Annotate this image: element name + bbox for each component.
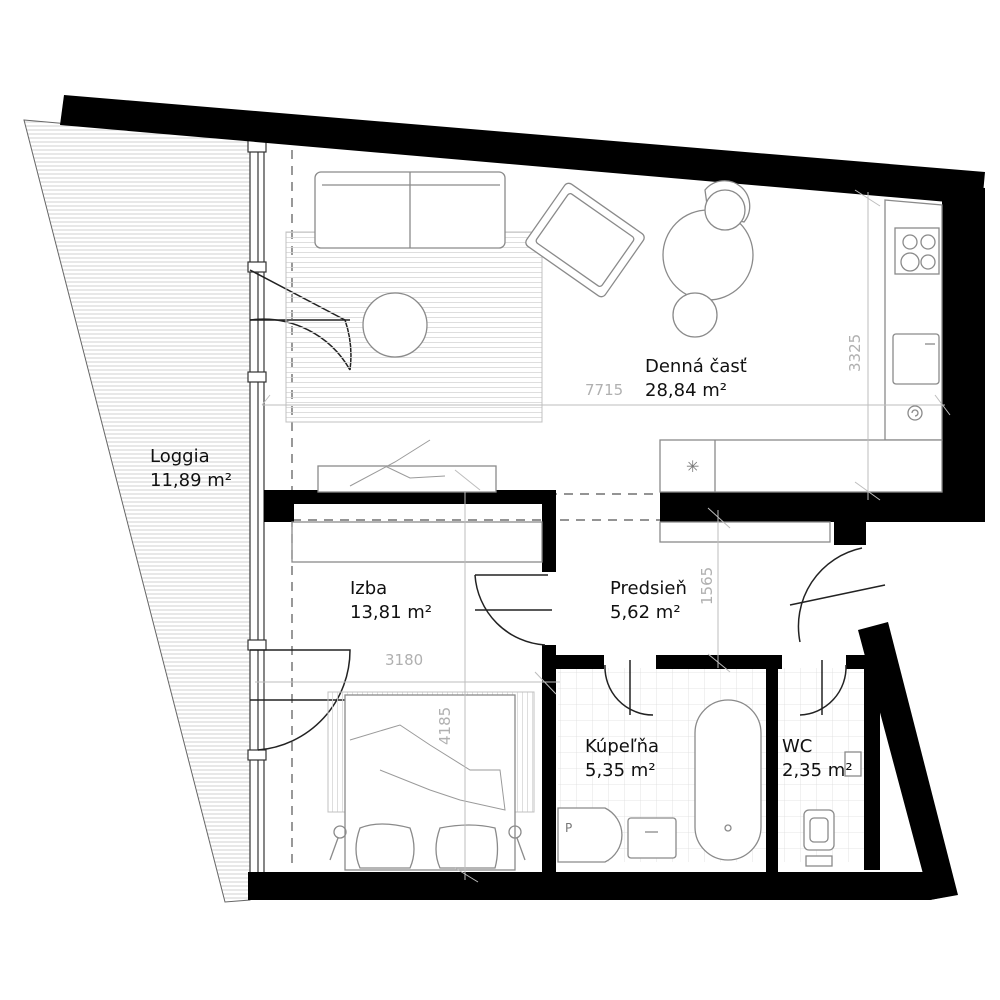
wall-izba-right-lower xyxy=(542,645,556,875)
bathroom-fixtures: P xyxy=(557,699,862,867)
wall-right-lower xyxy=(858,622,958,900)
dim-izba-depth: 4185 xyxy=(436,707,454,745)
wc-basin xyxy=(844,751,862,777)
bathtub xyxy=(694,699,762,861)
room-name-loggia: Loggia xyxy=(150,446,210,467)
wall-wc-right xyxy=(834,522,866,545)
room-name-denna: Denná časť xyxy=(645,356,747,377)
dim-predsien-depth: 1565 xyxy=(698,567,716,605)
wall-wc-top xyxy=(846,655,868,669)
wall-izba-top xyxy=(264,490,556,504)
room-labels: Loggia 11,89 m² Denná časť 28,84 m² Izba… xyxy=(150,356,853,781)
wall-bath-wc xyxy=(766,655,778,873)
wall-izba-right-upper xyxy=(542,490,556,572)
room-name-kupelna: Kúpeľňa xyxy=(585,736,659,757)
wall-wc-right-inner xyxy=(864,655,880,870)
wall-right-top xyxy=(942,185,985,522)
hallway-shelf xyxy=(659,521,831,543)
kitchen-sink xyxy=(892,333,940,385)
dim-izba-width: 3180 xyxy=(385,651,423,669)
room-area-denna: 28,84 m² xyxy=(645,380,727,401)
loggia-floor xyxy=(23,119,251,903)
wall-top xyxy=(60,95,985,205)
room-name-predsien: Predsieň xyxy=(610,578,687,599)
room-area-kupelna: 5,35 m² xyxy=(585,760,656,781)
wc-toilet xyxy=(803,809,835,851)
washing-machine xyxy=(557,807,623,863)
dining-set xyxy=(662,180,754,338)
cooktop xyxy=(894,227,940,275)
wall-right-mid xyxy=(660,492,985,522)
pillow-left xyxy=(355,823,415,869)
room-name-wc: WC xyxy=(782,736,812,757)
living-room-furniture xyxy=(261,171,645,493)
coffee-table xyxy=(362,292,428,358)
armchair xyxy=(525,182,645,298)
washbasin xyxy=(627,817,677,859)
bedroom-wardrobe xyxy=(291,521,543,563)
room-area-wc: 2,35 m² xyxy=(782,760,853,781)
dim-denna-width: 7715 xyxy=(585,381,623,399)
wall-bath-top xyxy=(542,655,604,669)
kitchen-island xyxy=(659,439,943,493)
room-area-predsien: 5,62 m² xyxy=(610,602,681,623)
room-name-izba: Izba xyxy=(350,578,387,599)
room-area-izba: 13,81 m² xyxy=(350,602,432,623)
svg-text:P: P xyxy=(565,821,572,835)
room-area-loggia: 11,89 m² xyxy=(150,470,232,491)
walls xyxy=(60,95,985,900)
kitchen: ✳ xyxy=(659,199,943,543)
tv-console xyxy=(317,465,497,493)
dim-denna-depth: 3325 xyxy=(846,334,864,372)
dimension-lines xyxy=(255,189,951,883)
wall-bottom xyxy=(248,872,955,900)
wall-bath-top-2 xyxy=(656,655,782,669)
pillow-right xyxy=(435,824,499,869)
svg-text:✳: ✳ xyxy=(686,457,699,476)
bedroom-furniture xyxy=(291,521,543,871)
